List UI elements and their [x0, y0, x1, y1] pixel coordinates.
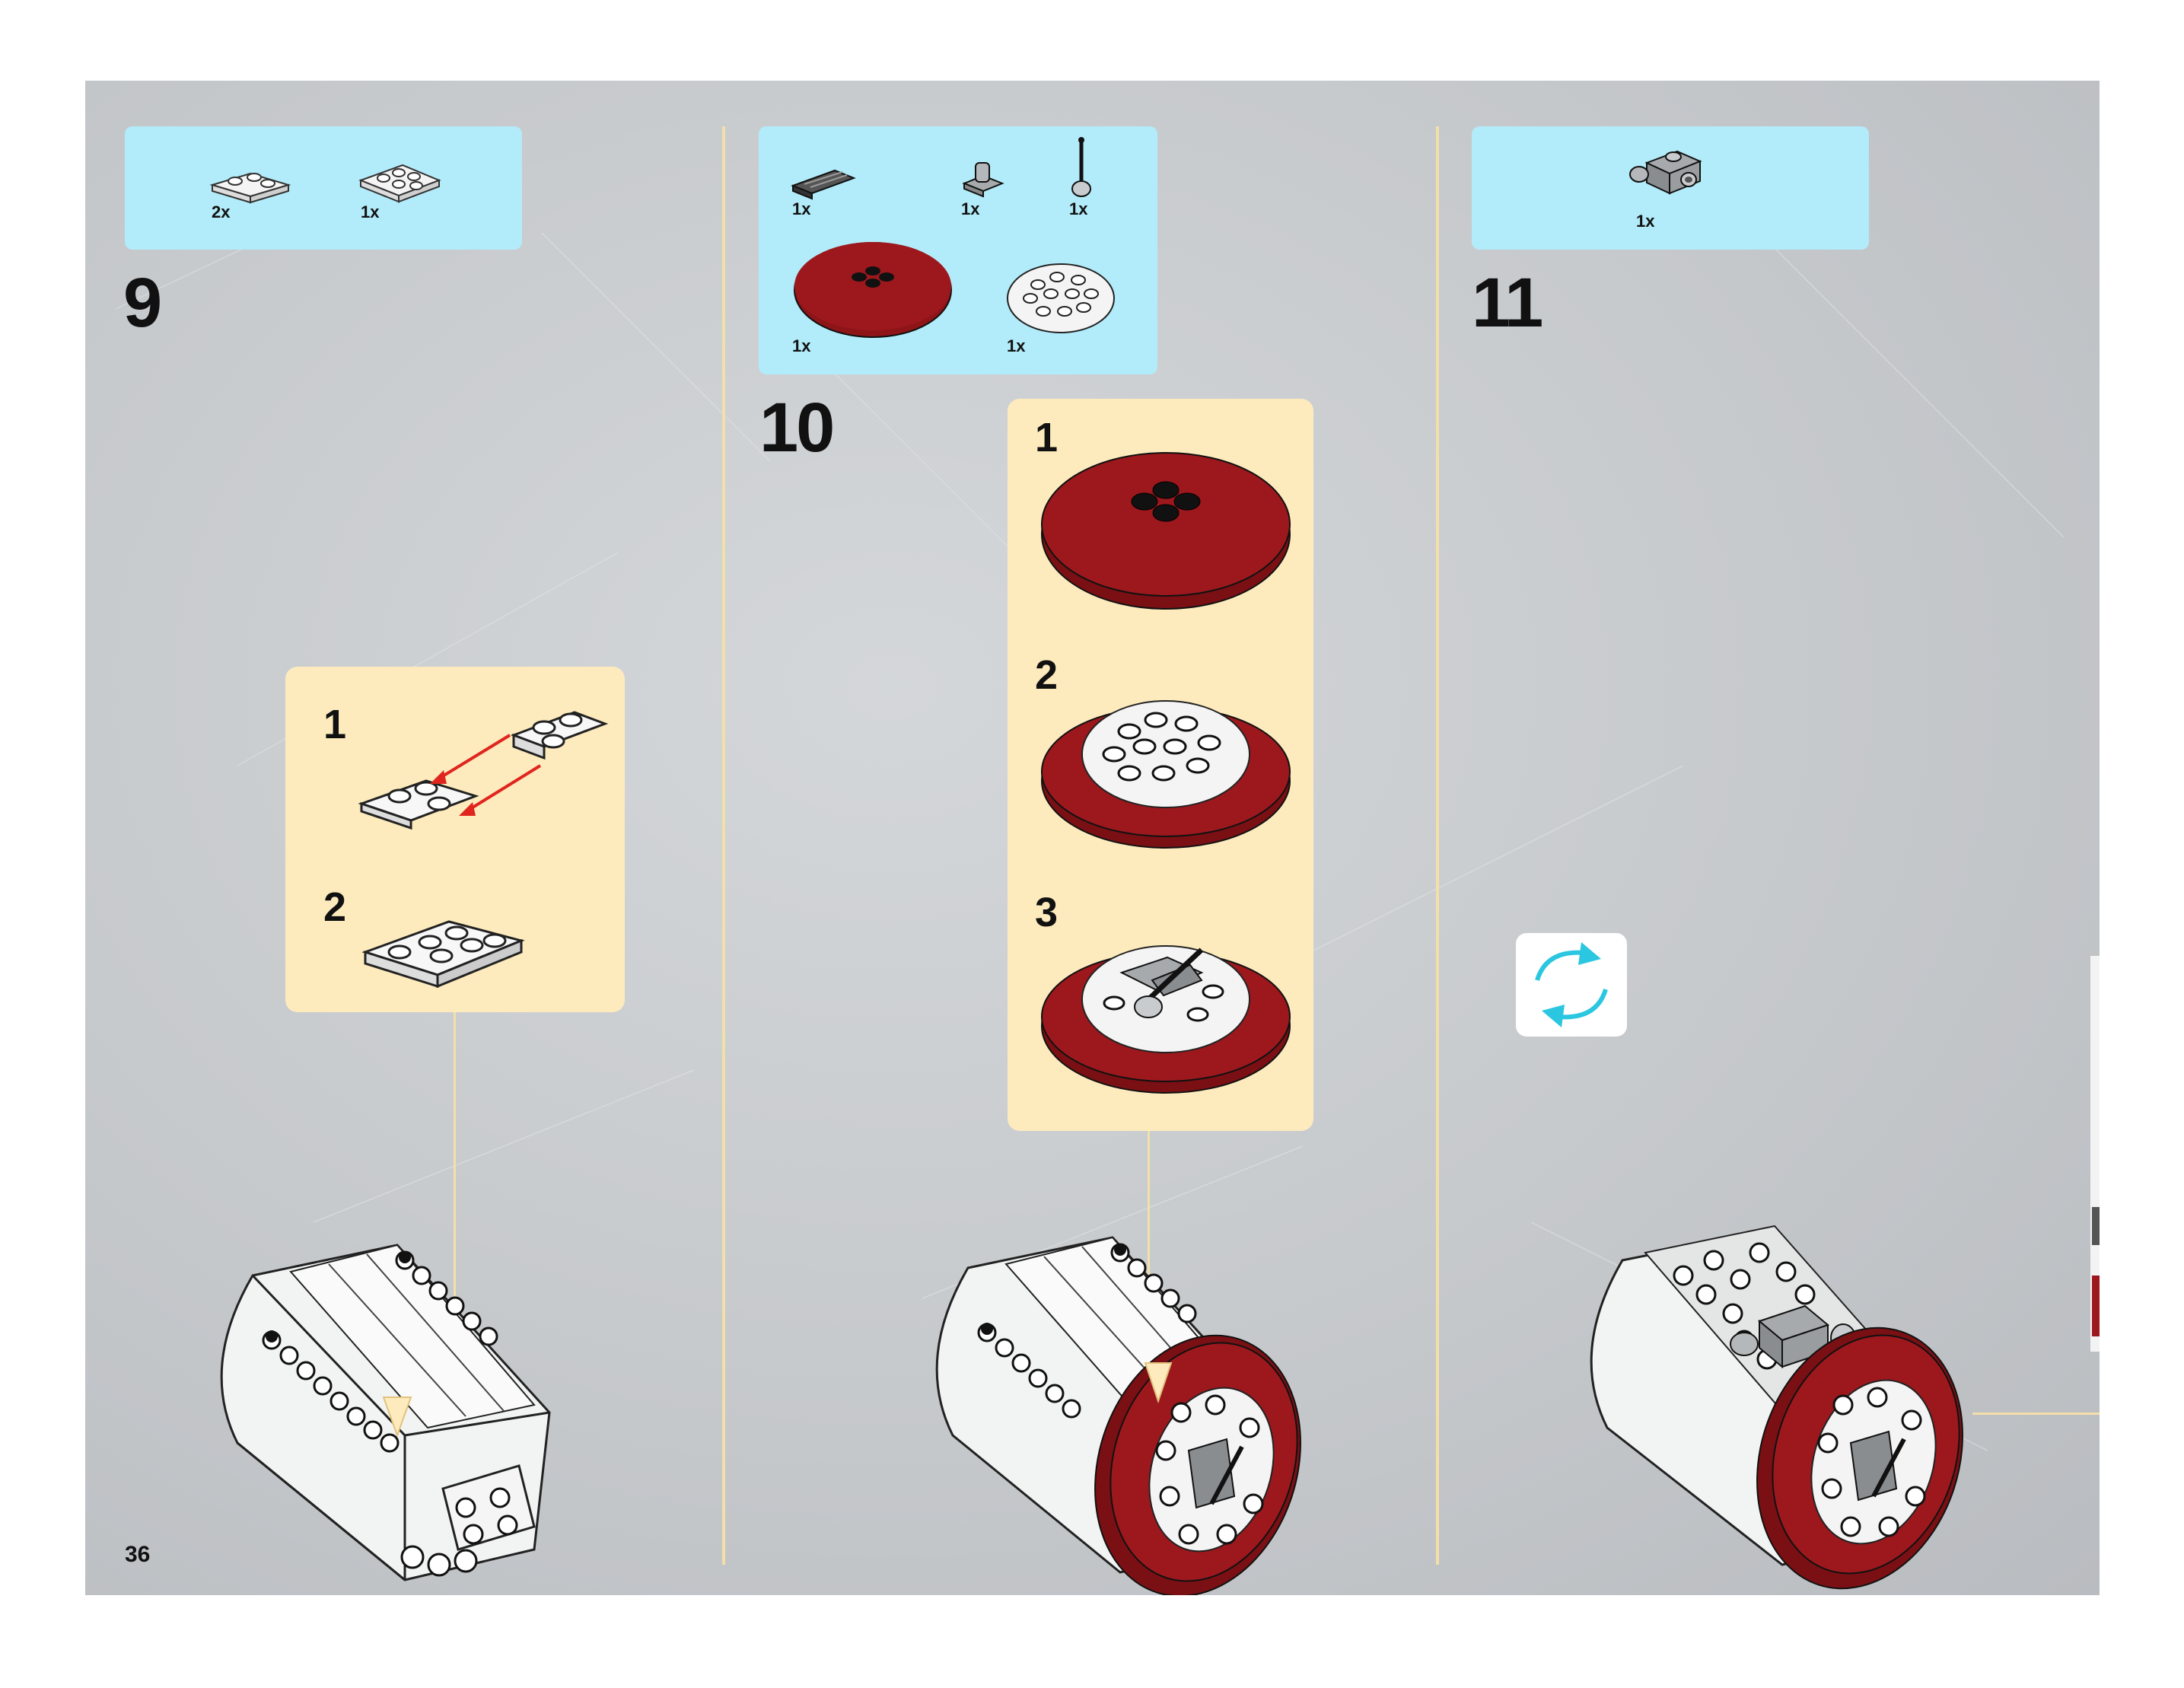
rotate-model-icon	[1516, 933, 1627, 1037]
part-qty: 1x	[1636, 212, 1655, 231]
part-qty: 1x	[1007, 336, 1026, 355]
part-qty: 2x	[212, 202, 231, 221]
step-10-model-assembly	[935, 1236, 1301, 1595]
next-page-preview-edge	[2090, 956, 2100, 1352]
part-qty: 1x	[792, 199, 811, 218]
substep-number: 2	[1035, 652, 1059, 698]
substep-1-plates-icon	[358, 711, 609, 830]
step-number: 9	[123, 264, 162, 342]
part-qty: 1x	[1069, 199, 1088, 218]
instruction-page: 2x 1x 9 1	[85, 81, 2100, 1595]
substep-number: 1	[323, 702, 347, 747]
step-11-parts-list: 1x	[1472, 126, 1869, 250]
dark-red-round-dish-icon	[794, 242, 952, 338]
substep-number: 2	[323, 884, 347, 930]
substep-number: 3	[1035, 890, 1059, 935]
step-number: 11	[1472, 264, 1543, 342]
clip-plate-icon	[962, 162, 1004, 198]
l-plate-icon	[209, 172, 291, 204]
part-qty: 1x	[792, 336, 811, 355]
part-qty: 1x	[361, 202, 380, 221]
step-11-model-assembly	[1590, 1225, 1963, 1590]
callout-pointer-line	[454, 1012, 456, 1438]
tile-grille-icon	[791, 169, 856, 200]
step-10-substep-callout: 1 2 3	[1008, 399, 1313, 1131]
white-round-plate-icon	[1007, 263, 1115, 333]
column-divider-2	[1436, 126, 1439, 1565]
plate-2x3-icon	[358, 164, 441, 203]
substep-2-plate-on-dish-icon	[1041, 700, 1291, 849]
part-qty: 1x	[961, 199, 980, 218]
column-divider-1	[722, 126, 725, 1565]
substep-3-lever-assembly-icon	[1041, 945, 1291, 1094]
step-9-substep-callout: 1 2	[285, 667, 625, 1012]
step-10-parts-list: 1x 1x 1x 1x 1x	[759, 126, 1157, 374]
substep-number: 1	[1035, 415, 1059, 460]
lever-icon	[1071, 137, 1091, 197]
callout-pointer-line	[1148, 1131, 1150, 1382]
cross-block-icon	[1629, 150, 1702, 195]
step-9-model-assembly	[220, 1244, 551, 1581]
substep-1-red-dish-icon	[1041, 452, 1291, 610]
page-number: 36	[125, 1542, 151, 1567]
step-number: 10	[759, 389, 835, 467]
substep-2-joined-plate-icon	[361, 920, 525, 989]
step-9-parts-list: 2x 1x	[125, 126, 522, 250]
continuation-line	[1972, 1413, 2100, 1415]
